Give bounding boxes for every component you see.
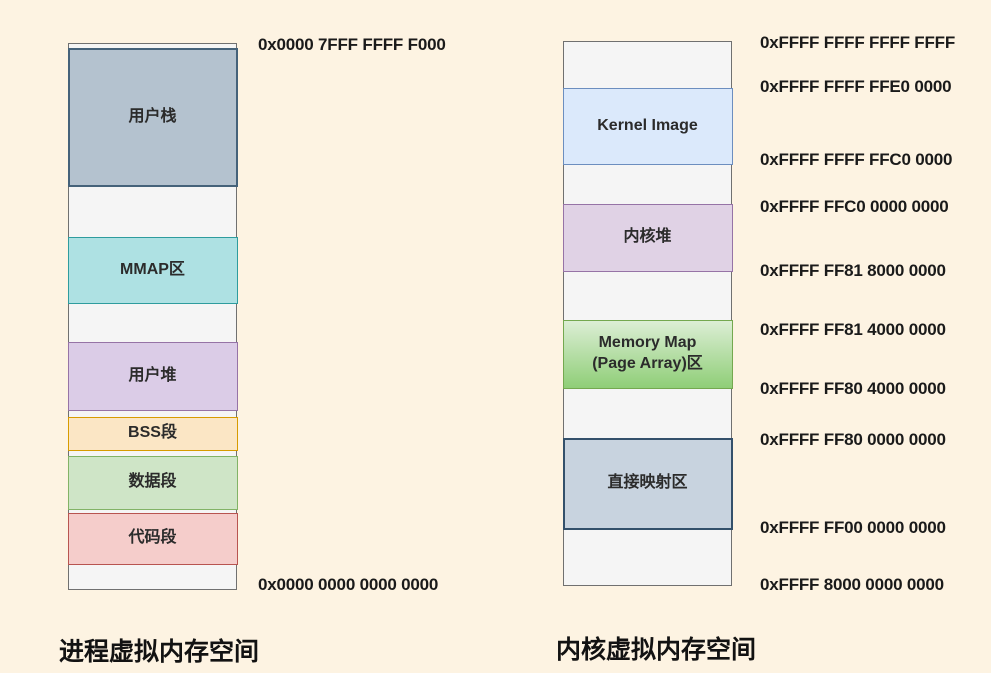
kernel-address-label: 0xFFFF FFFF FFE0 0000	[760, 77, 952, 96]
kernel-address-label: 0xFFFF FF81 8000 0000	[760, 261, 946, 280]
block-kernel-heap-label: 内核堆	[623, 228, 672, 246]
block-kernel-image-label: Kernel Image	[597, 116, 698, 134]
block-memory-map-label-line2: (Page Array)区	[592, 355, 703, 372]
block-kernel-heap: 内核堆	[562, 203, 733, 272]
kernel-address-label: 0xFFFF FFC0 0000 0000	[760, 197, 949, 216]
kernel-address-label: 0xFFFF FF81 4000 0000	[760, 320, 946, 339]
block-direct-mapping-label: 直接映射区	[607, 474, 688, 492]
process-bottom-address: 0x0000 0000 0000 0000	[258, 575, 439, 594]
process-diagram-title: 进程虚拟内存空间	[59, 638, 260, 666]
block-code-segment: 代码段	[67, 512, 238, 565]
block-kernel-image: Kernel Image	[562, 87, 733, 165]
kernel-address-label: 0xFFFF FFFF FFFF FFFF	[760, 33, 956, 52]
block-user-heap-label: 用户堆	[128, 366, 177, 384]
block-user-heap: 用户堆	[67, 341, 238, 411]
block-code-segment-label: 代码段	[128, 529, 177, 547]
block-mmap: MMAP区	[67, 236, 238, 304]
kernel-address-label: 0xFFFF FF80 0000 0000	[760, 430, 946, 449]
kernel-address-label: 0xFFFF FFFF FFC0 0000	[760, 150, 953, 169]
block-memory-map: Memory Map (Page Array)区	[562, 319, 733, 389]
block-data-segment-label: 数据段	[128, 473, 177, 491]
block-user-stack: 用户栈	[67, 47, 238, 187]
block-mmap-label: MMAP区	[120, 260, 185, 278]
block-data-segment: 数据段	[67, 455, 238, 510]
kernel-address-label: 0xFFFF FF80 4000 0000	[760, 379, 946, 398]
kernel-memory-column: Kernel Image 内核堆 Memory Map (Page Array)…	[562, 41, 733, 586]
kernel-address-label: 0xFFFF FF00 0000 0000	[760, 518, 946, 537]
kernel-address-label: 0xFFFF 8000 0000 0000	[760, 575, 944, 594]
process-memory-column: 用户栈 MMAP区 用户堆 BSS段 数据段 代码段	[67, 43, 238, 590]
block-memory-map-label-line1: Memory Map	[598, 334, 697, 352]
block-direct-mapping: 直接映射区	[562, 437, 733, 530]
block-bss-label: BSS段	[128, 424, 177, 442]
block-user-stack-label: 用户栈	[128, 107, 177, 125]
process-top-address: 0x0000 7FFF FFFF F000	[258, 35, 446, 54]
kernel-diagram-title: 内核虚拟内存空间	[556, 636, 757, 664]
block-bss-segment: BSS段	[67, 416, 238, 451]
